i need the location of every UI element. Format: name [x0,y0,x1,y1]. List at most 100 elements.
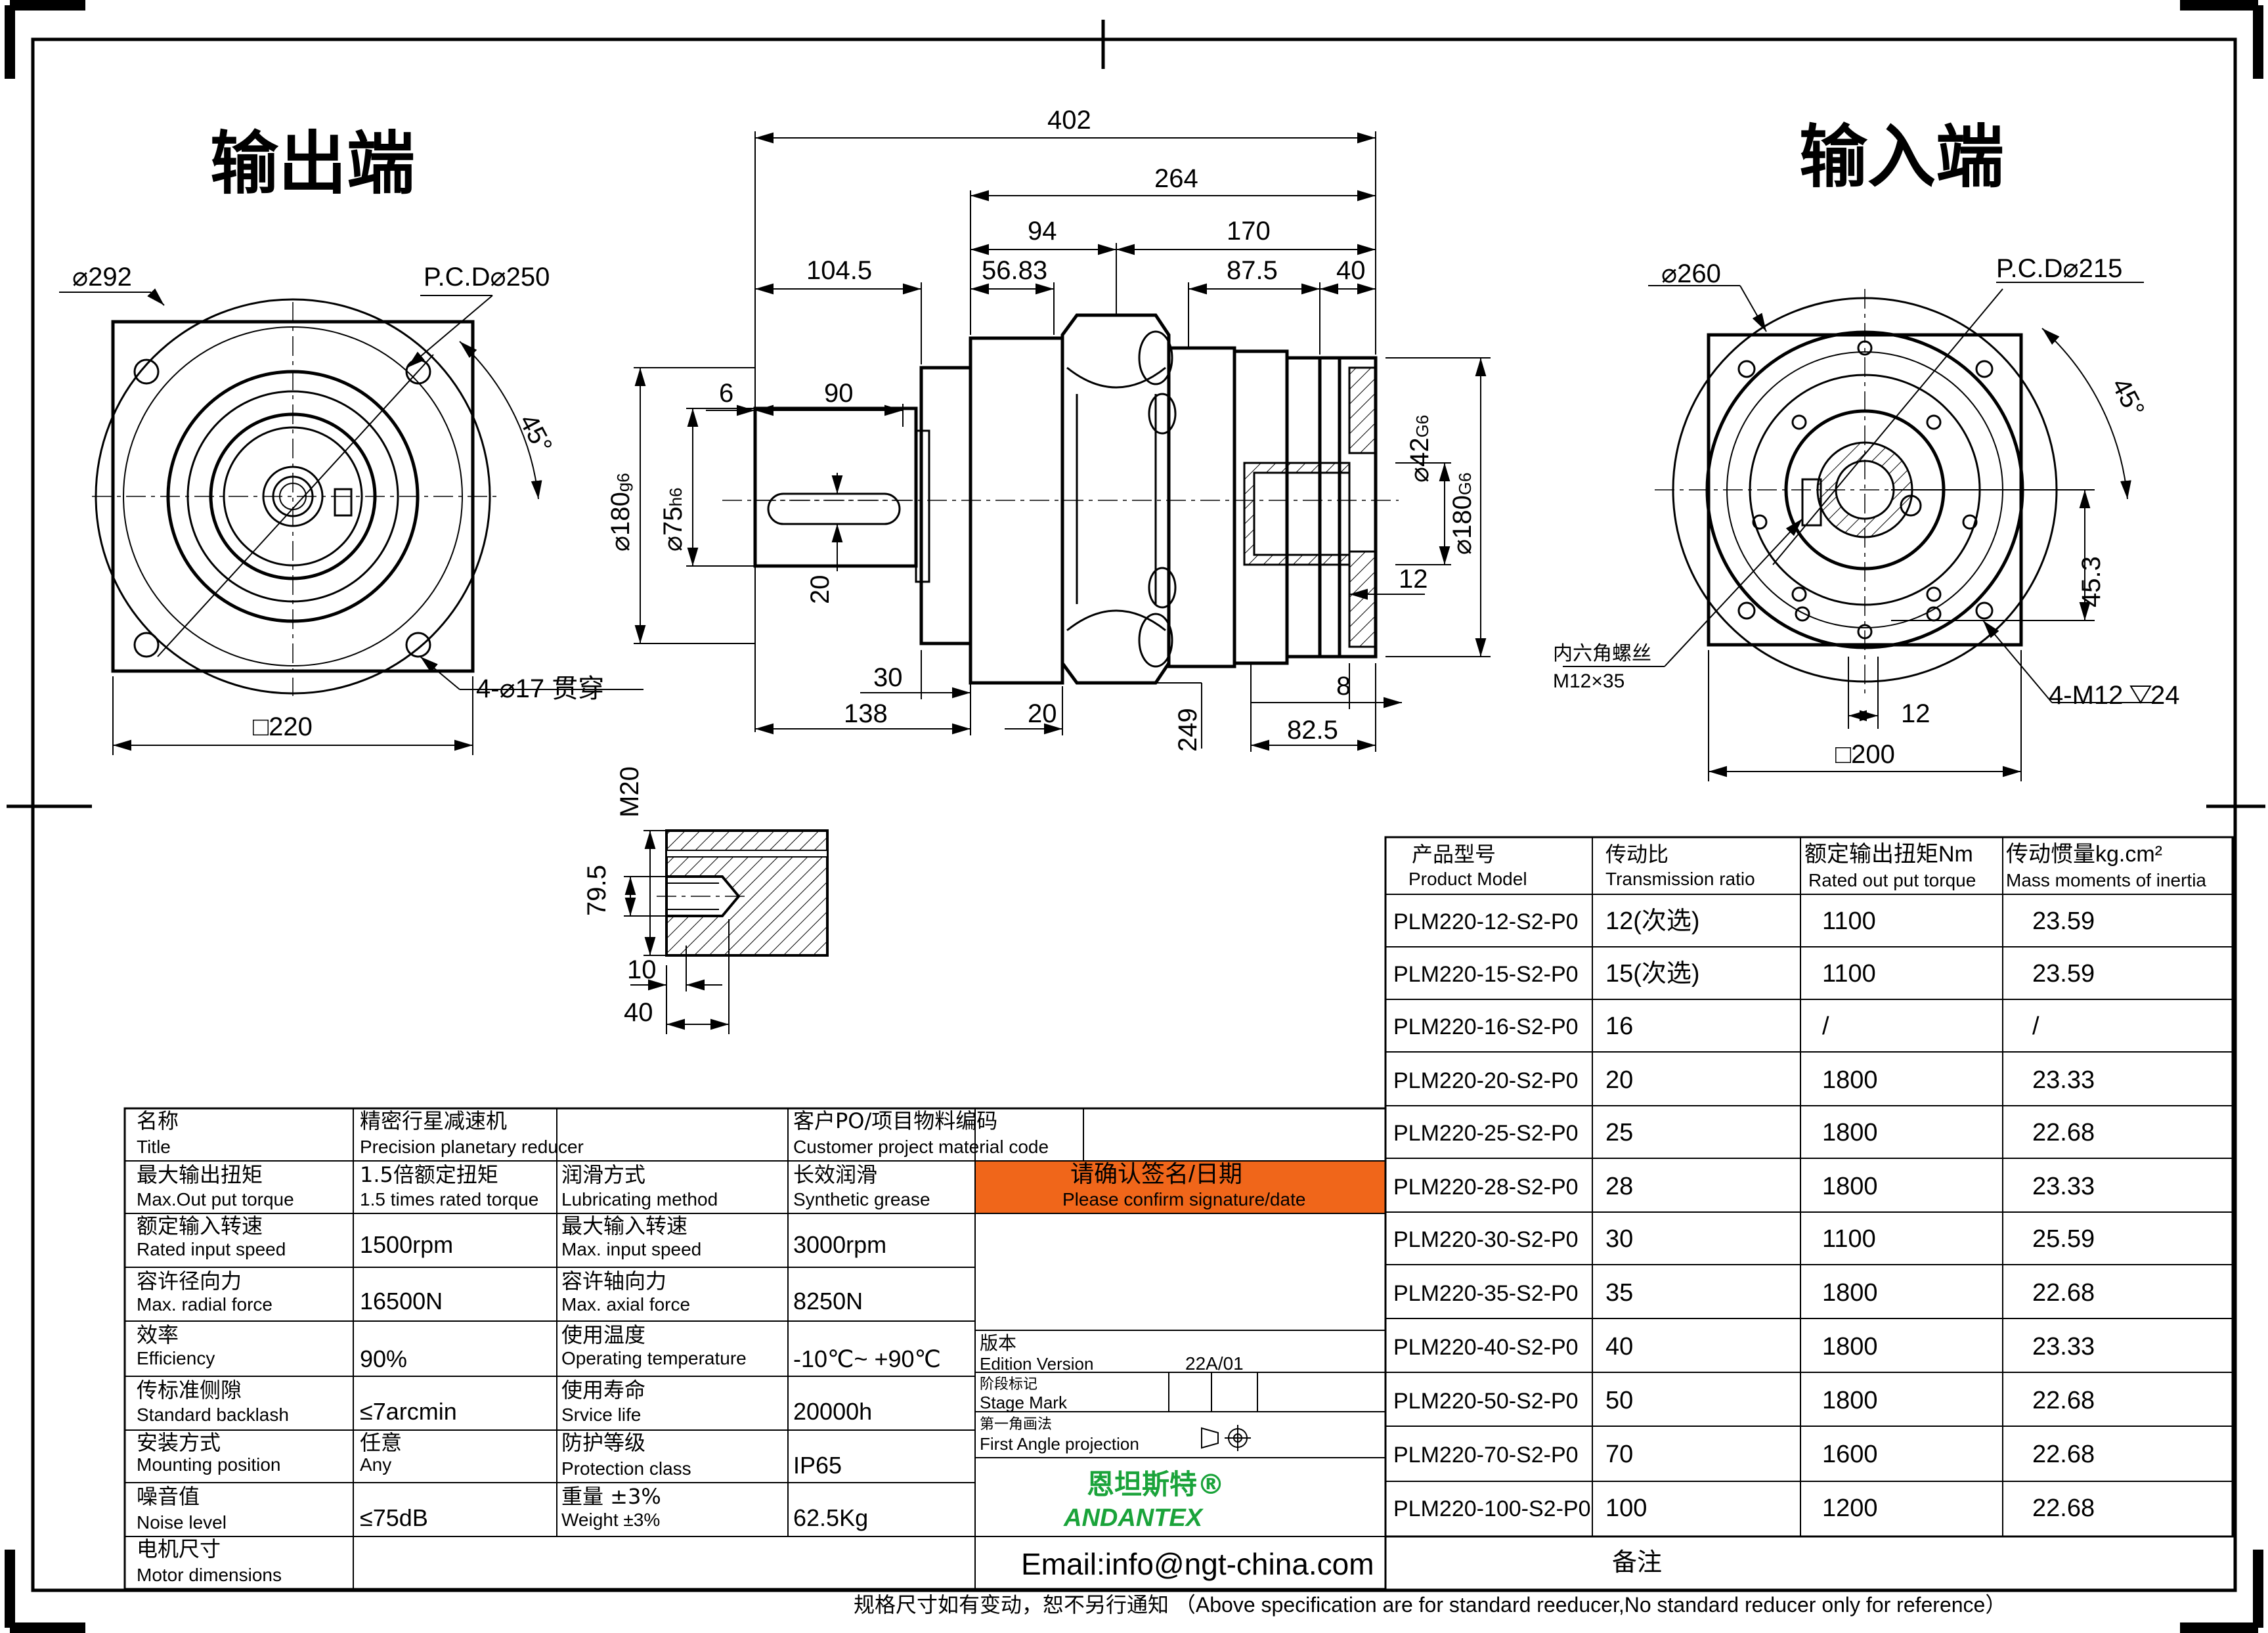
output-view-title: 输出端 [210,123,415,204]
model-table-grid [1384,836,2234,1538]
dim-flange-20: 20 [1028,699,1057,728]
svg-text:16500N: 16500N [360,1288,443,1315]
svg-text:最大输入转速: 最大输入转速 [561,1213,687,1238]
svg-text:⌀180G6: ⌀180G6 [1448,472,1477,555]
svg-text:Transmission ratio: Transmission ratio [1605,869,1755,889]
svg-text:任意: 任意 [360,1430,402,1455]
dim-out-square: □220 [253,712,313,741]
model-row-4-cell-1: 25 [1605,1119,1633,1146]
projection-cn: 第一角画法 [980,1416,1052,1432]
model-row-2-cell-2: / [1822,1012,1829,1040]
dim-out-holes: 4-⌀17 贯穿 [476,674,604,703]
svg-text:Synthetic grease: Synthetic grease [793,1189,930,1209]
svg-text:Max.Out put torque: Max.Out put torque [137,1189,294,1209]
dim-in-45-3: 45.3 [2077,556,2106,607]
svg-text:1.5 times rated torque: 1.5 times rated torque [360,1189,538,1209]
model-row-7-cell-2: 1800 [1822,1279,1878,1307]
spec-row-1: 最大输出扭矩 Max.Out put torque 1.5倍额定扭矩 1.5 t… [137,1162,930,1209]
svg-text:效率: 效率 [137,1322,179,1347]
svg-text:Protection class: Protection class [561,1458,691,1479]
model-row-8-cell-2: 1800 [1822,1333,1878,1361]
detail-m20: M20 [615,766,644,817]
svg-text:Max. radial force: Max. radial force [137,1294,273,1315]
remark: 备注 [1612,1549,1662,1577]
dim-len-138: 138 [844,699,888,728]
model-table-header: 产品型号 Product Model 传动比 Transmission rati… [1408,842,2206,890]
model-row-0-cell-0: PLM220-12-S2-P0 [1393,909,1579,934]
model-row-6-cell-2: 1100 [1822,1225,1876,1253]
footer-note: 规格尺寸如有变动，恕不另行通知 （Above specification are… [854,1593,2006,1617]
model-row-3-cell-0: PLM220-20-S2-P0 [1393,1068,1579,1093]
model-row-9-cell-0: PLM220-50-S2-P0 [1393,1389,1579,1414]
svg-text:Mass moments of inertia: Mass moments of inertia [2006,870,2206,890]
model-row-7-cell-1: 35 [1605,1279,1633,1307]
output-flange-view [59,288,643,755]
dim-dia-75: ⌀75h6 [659,488,687,552]
svg-text:Standard backlash: Standard backlash [137,1404,289,1425]
dim-in-dia-260: ⌀260 [1661,259,1721,288]
spec-row-7: 噪音值 Noise level ≤75dB 重量 ±3% Weight ±3% … [137,1484,868,1533]
model-row-5-cell-1: 28 [1605,1173,1633,1200]
model-row-5-cell-2: 1800 [1822,1173,1878,1200]
dim-key-20: 20 [806,575,835,605]
edition-en: Edition Version [980,1354,1093,1374]
model-row-3-cell-1: 20 [1605,1066,1633,1094]
dim-in-pcd: P.C.D⌀215 [1996,254,2122,283]
svg-text:Precision planetary reducer: Precision planetary reducer [360,1137,584,1157]
svg-text:Max. axial force: Max. axial force [561,1294,690,1315]
sheet-frame [5,0,2265,1633]
svg-text:1.5倍额定扭矩: 1.5倍额定扭矩 [360,1162,498,1187]
svg-text:⌀180g6: ⌀180g6 [606,473,635,552]
model-row-5-cell-3: 23.33 [2032,1173,2095,1200]
email: Email:info@ngt-china.com [1021,1547,1374,1581]
spec-row-3: 容许径向力 Max. radial force 16500N 容许轴向力 Max… [137,1269,863,1315]
spec-row-4: 效率 Efficiency 90% 使用温度 Operating tempera… [137,1322,941,1372]
model-row-11-cell-3: 22.68 [2032,1494,2095,1522]
model-row-6-cell-1: 30 [1605,1225,1633,1253]
svg-text:Operating temperature: Operating temperature [561,1348,747,1368]
dim-in-screw-cn: 内六角螺丝 [1553,643,1651,664]
model-row-10-cell-2: 1600 [1822,1441,1878,1468]
svg-text:≤7arcmin: ≤7arcmin [360,1398,457,1425]
dim-in-screw: M12×35 [1553,670,1625,692]
model-row-6-cell-0: PLM220-30-S2-P0 [1393,1227,1579,1252]
model-row-9-cell-3: 22.68 [2032,1387,2095,1414]
dim-len-30: 30 [873,663,903,692]
model-row-11-cell-2: 1200 [1822,1494,1878,1522]
projection-en: First Angle projection [980,1434,1139,1454]
dim-in-12: 12 [1901,699,1930,728]
model-row-1-cell-1: 15(次选) [1605,960,1700,988]
dim-len-6: 6 [719,379,733,408]
svg-text:Lubricating method: Lubricating method [561,1189,718,1209]
model-row-11-cell-1: 100 [1605,1494,1647,1522]
detail-40: 40 [624,998,653,1027]
svg-text:3000rpm: 3000rpm [793,1231,886,1258]
svg-text:产品型号: 产品型号 [1412,842,1496,867]
input-flange-view [1563,282,2154,781]
svg-text:传动惯量kg.cm²: 传动惯量kg.cm² [2006,842,2162,867]
model-row-9-cell-1: 50 [1605,1387,1633,1414]
svg-text:Efficiency: Efficiency [137,1348,215,1368]
svg-text:⌀75h6: ⌀75h6 [659,488,687,552]
model-row-9-cell-2: 1800 [1822,1387,1878,1414]
confirm-cn: 请确认签名/日期 [1070,1160,1242,1187]
svg-text:客户PO/项目物料编码: 客户PO/项目物料编码 [793,1108,997,1133]
dim-len-87-5: 87.5 [1227,256,1278,285]
spec-row-6: 安装方式 Mounting position 任意 Any 防护等级 Prote… [137,1430,842,1479]
dim-dia-180-in: ⌀180G6 [1448,472,1477,555]
svg-text:-10℃~ +90℃: -10℃~ +90℃ [793,1345,941,1372]
edition-cn: 版本 [980,1333,1016,1353]
svg-text:Mounting position: Mounting position [137,1454,280,1475]
model-row-0-cell-1: 12(次选) [1605,907,1700,935]
detail-tapped-hole [624,829,829,1034]
svg-text:额定输入转速: 额定输入转速 [137,1213,263,1238]
svg-text:电机尺寸: 电机尺寸 [137,1536,221,1561]
dim-len-82-5: 82.5 [1287,716,1338,745]
dim-out-dia-292: ⌀292 [72,263,132,292]
spec-row-8: 电机尺寸 Motor dimensions [137,1536,282,1585]
svg-text:Motor dimensions: Motor dimensions [137,1565,282,1585]
svg-text:传标准侧隙: 传标准侧隙 [137,1378,242,1403]
dim-dia-180-out: ⌀180g6 [606,473,635,552]
